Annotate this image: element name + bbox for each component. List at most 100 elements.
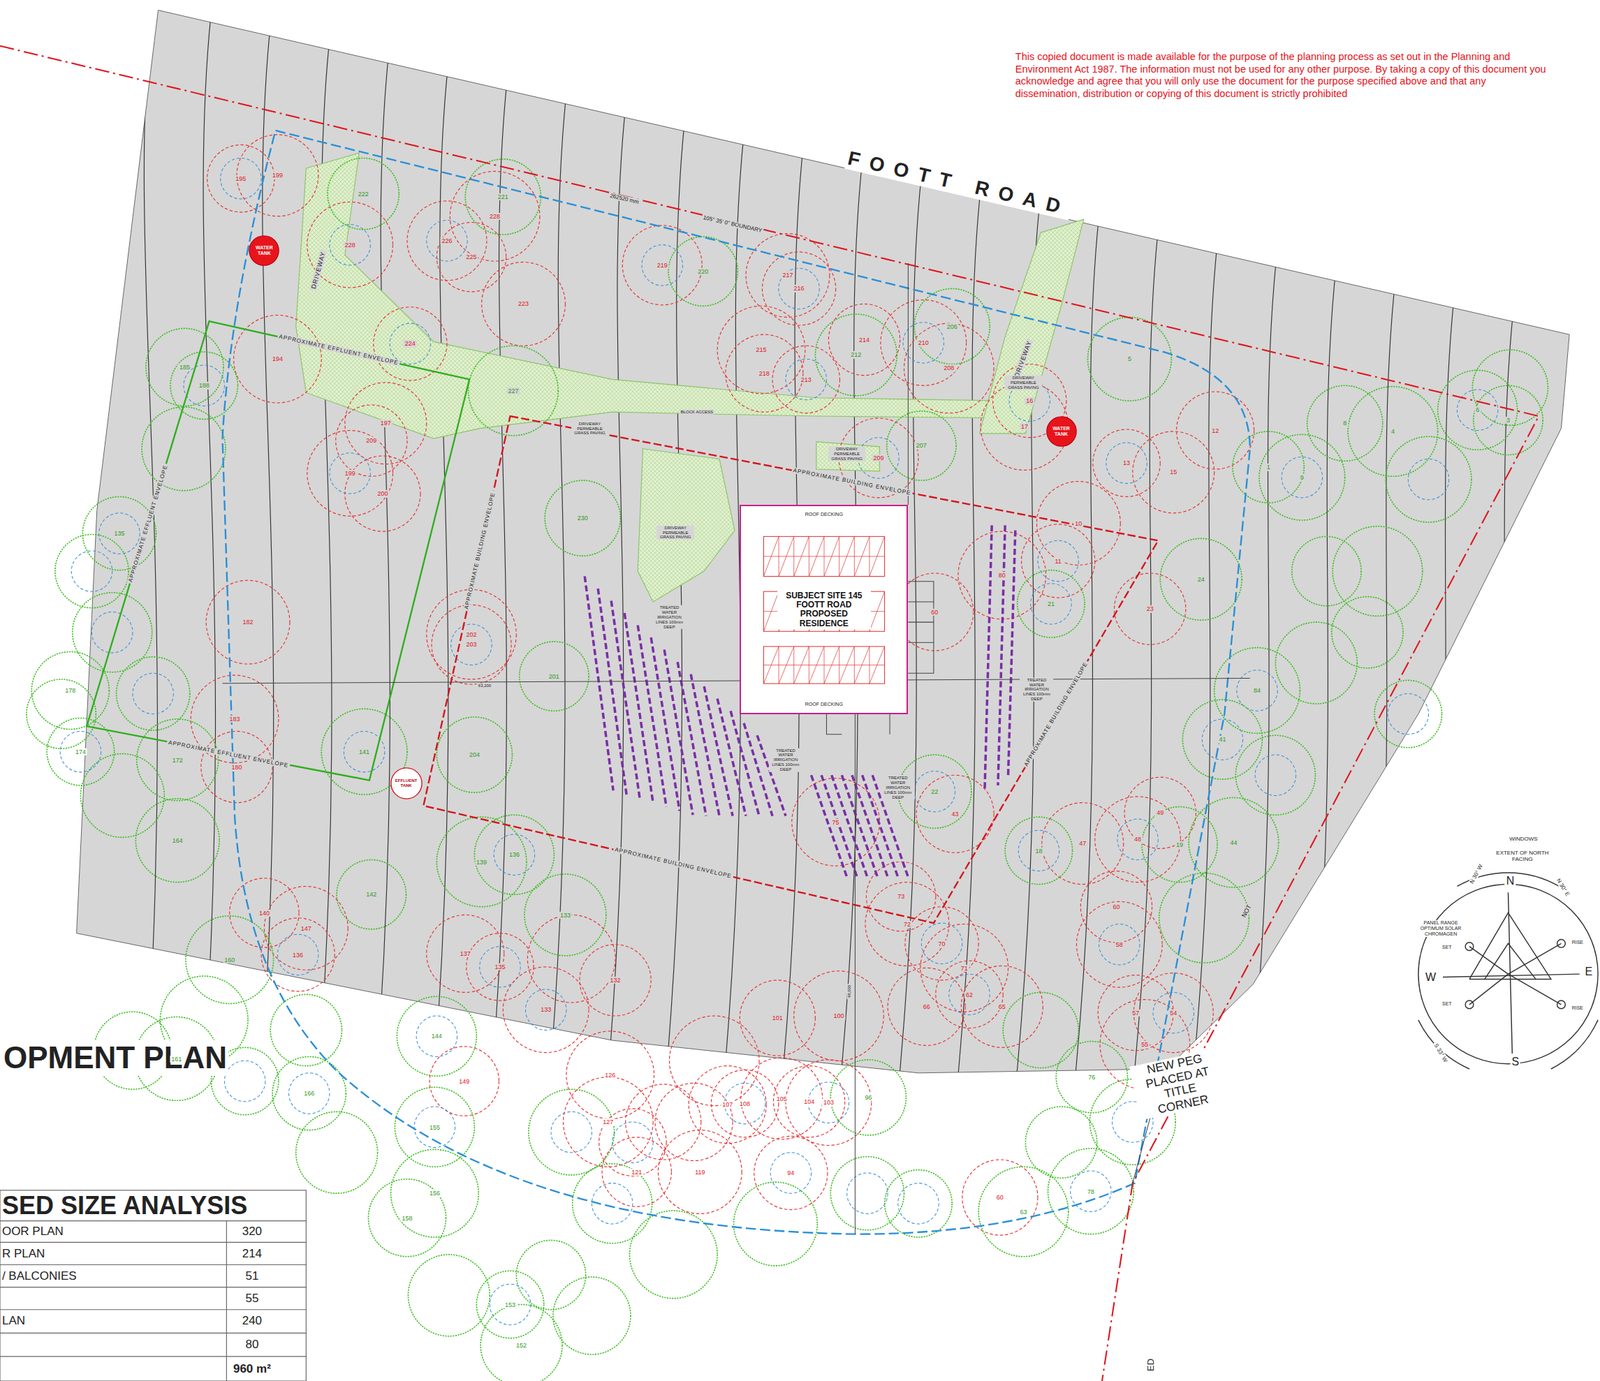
tree-canopy	[884, 1170, 952, 1238]
irrigation-line	[624, 613, 653, 804]
tree-canopy	[785, 1060, 872, 1147]
tree-canopy	[962, 1160, 1038, 1236]
tree-number: 228	[488, 213, 502, 220]
tree-number: 105	[775, 1095, 789, 1103]
tree-number: 230	[576, 514, 590, 522]
tree-number: 60	[1111, 903, 1121, 911]
tree-canopy	[436, 817, 527, 908]
table-rule	[0, 1242, 306, 1244]
effluent-tank: EFFLUENT TANK	[390, 767, 423, 800]
box-title: SUBJECT SITE 145 FOOTT ROAD PROPOSED RES…	[777, 590, 871, 630]
tree-root-zone	[343, 731, 385, 772]
tree-number: 218	[757, 370, 772, 378]
tree-number: 101	[771, 1014, 785, 1022]
tree-root-zone	[1030, 583, 1072, 625]
tree-number: 23	[1145, 605, 1156, 613]
tree-canopy	[572, 1164, 653, 1244]
tree-canopy	[1347, 386, 1438, 477]
tree-canopy	[116, 657, 190, 731]
tree-number: 94	[785, 1169, 796, 1177]
tree-number: 60	[929, 608, 940, 616]
tree-number: 19	[1174, 841, 1185, 849]
tree-number: 220	[696, 267, 710, 275]
compass-ray	[1508, 974, 1562, 1005]
table-ground	[0, 1190, 306, 1381]
tree-canopy	[563, 1077, 654, 1168]
tree-canopy	[794, 971, 885, 1062]
tree-canopy	[740, 1058, 823, 1140]
plan-label: EXTENT OF NORTH FACING	[1490, 849, 1555, 863]
tree-number: 66	[921, 1003, 932, 1011]
contour-lines	[143, 0, 1515, 1381]
tree-canopy	[236, 134, 319, 217]
tree-canopy	[1141, 807, 1218, 883]
table-rule	[0, 1264, 306, 1266]
irrigation-line	[650, 637, 680, 811]
tree-number: 225	[465, 253, 479, 261]
tree-number: 209	[364, 437, 378, 445]
tree-canopy	[725, 334, 804, 413]
tree-number: 103	[821, 1099, 836, 1107]
survey-lines	[222, 263, 1251, 1235]
irrigation-line	[597, 588, 627, 795]
tree-canopy	[272, 1056, 346, 1130]
paving	[816, 442, 880, 472]
plan-label: 80	[245, 1338, 259, 1353]
tree-number: 223	[516, 300, 531, 308]
panel-grid	[764, 646, 885, 684]
tree-canopy	[207, 144, 275, 212]
water-tank: WATER TANK	[248, 235, 280, 267]
contour-line	[423, 56, 450, 1200]
tree-canopy	[717, 305, 806, 394]
tree-number: 62	[964, 991, 975, 998]
tree-number: 158	[400, 1214, 414, 1222]
tree-number: 217	[780, 271, 795, 279]
tree-root-zone	[91, 612, 132, 653]
tree-canopy	[426, 914, 505, 993]
tree-number: 214	[857, 335, 871, 343]
table-rule	[226, 1221, 227, 1381]
tree-canopy	[55, 534, 129, 608]
tree-canopy	[1088, 317, 1172, 401]
plan-label: N	[1505, 875, 1517, 888]
irrigation-line	[984, 525, 992, 791]
tree-canopy	[828, 303, 900, 376]
tree-number: 188	[197, 382, 211, 390]
tree-canopy	[1331, 597, 1404, 669]
tree-canopy	[476, 1271, 544, 1339]
tree-number: 201	[547, 673, 561, 681]
tree-root-zone	[525, 989, 566, 1031]
tree-canopy	[761, 252, 836, 326]
tree-canopy	[1160, 538, 1242, 621]
tree-number: 3	[1505, 416, 1512, 424]
tree-number: 58	[1114, 941, 1125, 949]
tree-canopy	[1437, 370, 1518, 450]
tree-canopy	[669, 1016, 760, 1107]
tree-number: 212	[849, 351, 863, 359]
tree-root-zone	[132, 673, 174, 714]
tree-number: 152	[514, 1342, 528, 1350]
tree-canopy	[655, 1083, 733, 1161]
tree-number: 199	[270, 171, 285, 179]
effluent-envelope	[86, 321, 470, 781]
copyright-notice: This copied document is made available f…	[1015, 50, 1552, 100]
tree-canopy	[307, 430, 394, 517]
tree-number: 204	[467, 751, 482, 759]
tree-canopy	[502, 967, 589, 1054]
tree-canopy	[141, 407, 226, 491]
tank-circle	[390, 768, 422, 799]
tree-number: 5	[1126, 355, 1133, 363]
tree-number: 18	[1033, 847, 1044, 855]
tree-canopy	[710, 1069, 779, 1137]
tree-canopy	[1002, 992, 1079, 1068]
tree-canopy	[528, 1089, 615, 1176]
tree-canopy	[519, 641, 589, 711]
tree-canopy	[579, 944, 651, 1017]
plan-label: DRIVEWAY PERMEABLE GRASS PAVING	[656, 525, 695, 540]
plan-label: SED SIZE ANALYSIS	[2, 1191, 248, 1221]
tree-canopy	[263, 886, 348, 971]
tree-canopy	[1095, 796, 1181, 883]
tank-label: WATER TANK	[251, 245, 278, 257]
tree-root-zone	[914, 771, 955, 812]
plan-label: SET	[1440, 944, 1454, 951]
